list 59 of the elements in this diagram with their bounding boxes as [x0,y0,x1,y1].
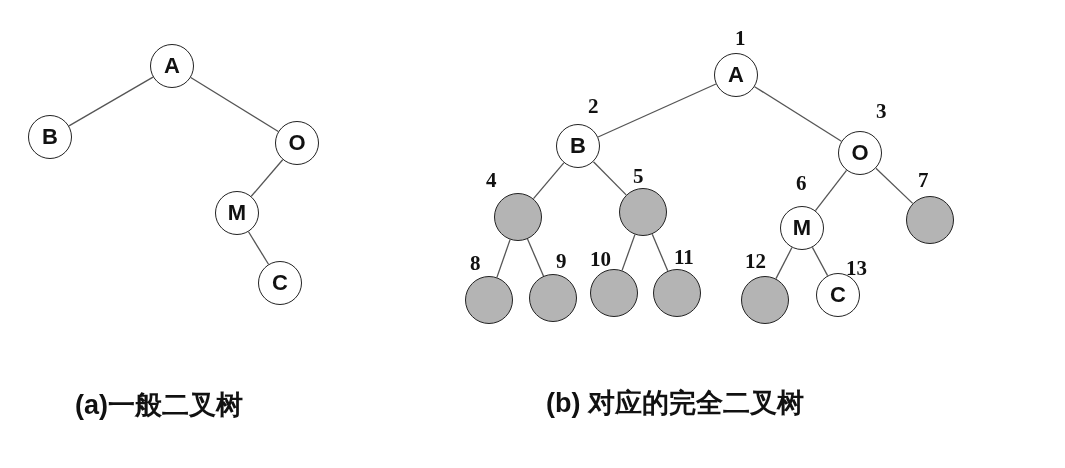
placeholder-circle [529,274,577,322]
node-number: 12 [745,251,766,272]
tree-edge [250,159,284,197]
node-number: 10 [590,249,611,270]
placeholder-circle [741,276,789,324]
node-letter: B [42,126,58,148]
tree-edge [753,86,843,142]
tree-edge [651,233,669,272]
node-number: 7 [918,170,929,191]
tree-edge [532,162,565,200]
node-letter: A [164,55,180,77]
node-number: 13 [846,258,867,279]
figure-caption: (b) 对应的完全二叉树 [546,390,804,417]
placeholder-circle [906,196,954,244]
placeholder-circle [653,269,701,317]
node-letter: M [792,217,812,239]
figure-caption: (a)一般二叉树 [75,392,243,419]
tree-edge [592,161,627,196]
node-letter: C [272,272,288,294]
node-number: 11 [674,247,694,268]
tree-edge [496,239,511,278]
placeholder-circle [494,193,542,241]
node-number: 1 [735,28,746,49]
tree-node-circle [838,131,882,175]
placeholder-circle [590,269,638,317]
tree-node-circle [215,191,259,235]
node-letter: B [570,135,586,157]
tree-node-circle [714,53,758,97]
node-number: 5 [633,166,644,187]
node-letter: C [830,284,846,306]
tree-node-circle [275,121,319,165]
node-number: 8 [470,253,481,274]
tree-edge [190,76,279,133]
tree-edge [814,169,848,212]
tree-node-circle [816,273,860,317]
tree-edge [775,246,793,280]
tree-node-circle [28,115,72,159]
tree-edge [621,233,636,272]
node-letter: O [288,132,306,154]
placeholder-circle [619,188,667,236]
tree-node-circle [780,206,824,250]
node-letter: M [227,202,247,224]
tree-edge [526,238,545,277]
node-number: 3 [876,101,887,122]
tree-edge [68,76,154,127]
node-number: 2 [588,96,599,117]
node-number: 6 [796,173,807,194]
tree-edge [811,246,829,277]
tree-edge [597,83,717,138]
node-number: 9 [556,251,567,272]
node-letter: A [728,64,744,86]
placeholder-circle [465,276,513,324]
node-number: 4 [486,170,497,191]
tree-node-circle [556,124,600,168]
tree-node-circle [258,261,302,305]
tree-edge [875,167,914,205]
node-letter: O [851,142,869,164]
tree-edge [247,231,270,265]
tree-node-circle [150,44,194,88]
